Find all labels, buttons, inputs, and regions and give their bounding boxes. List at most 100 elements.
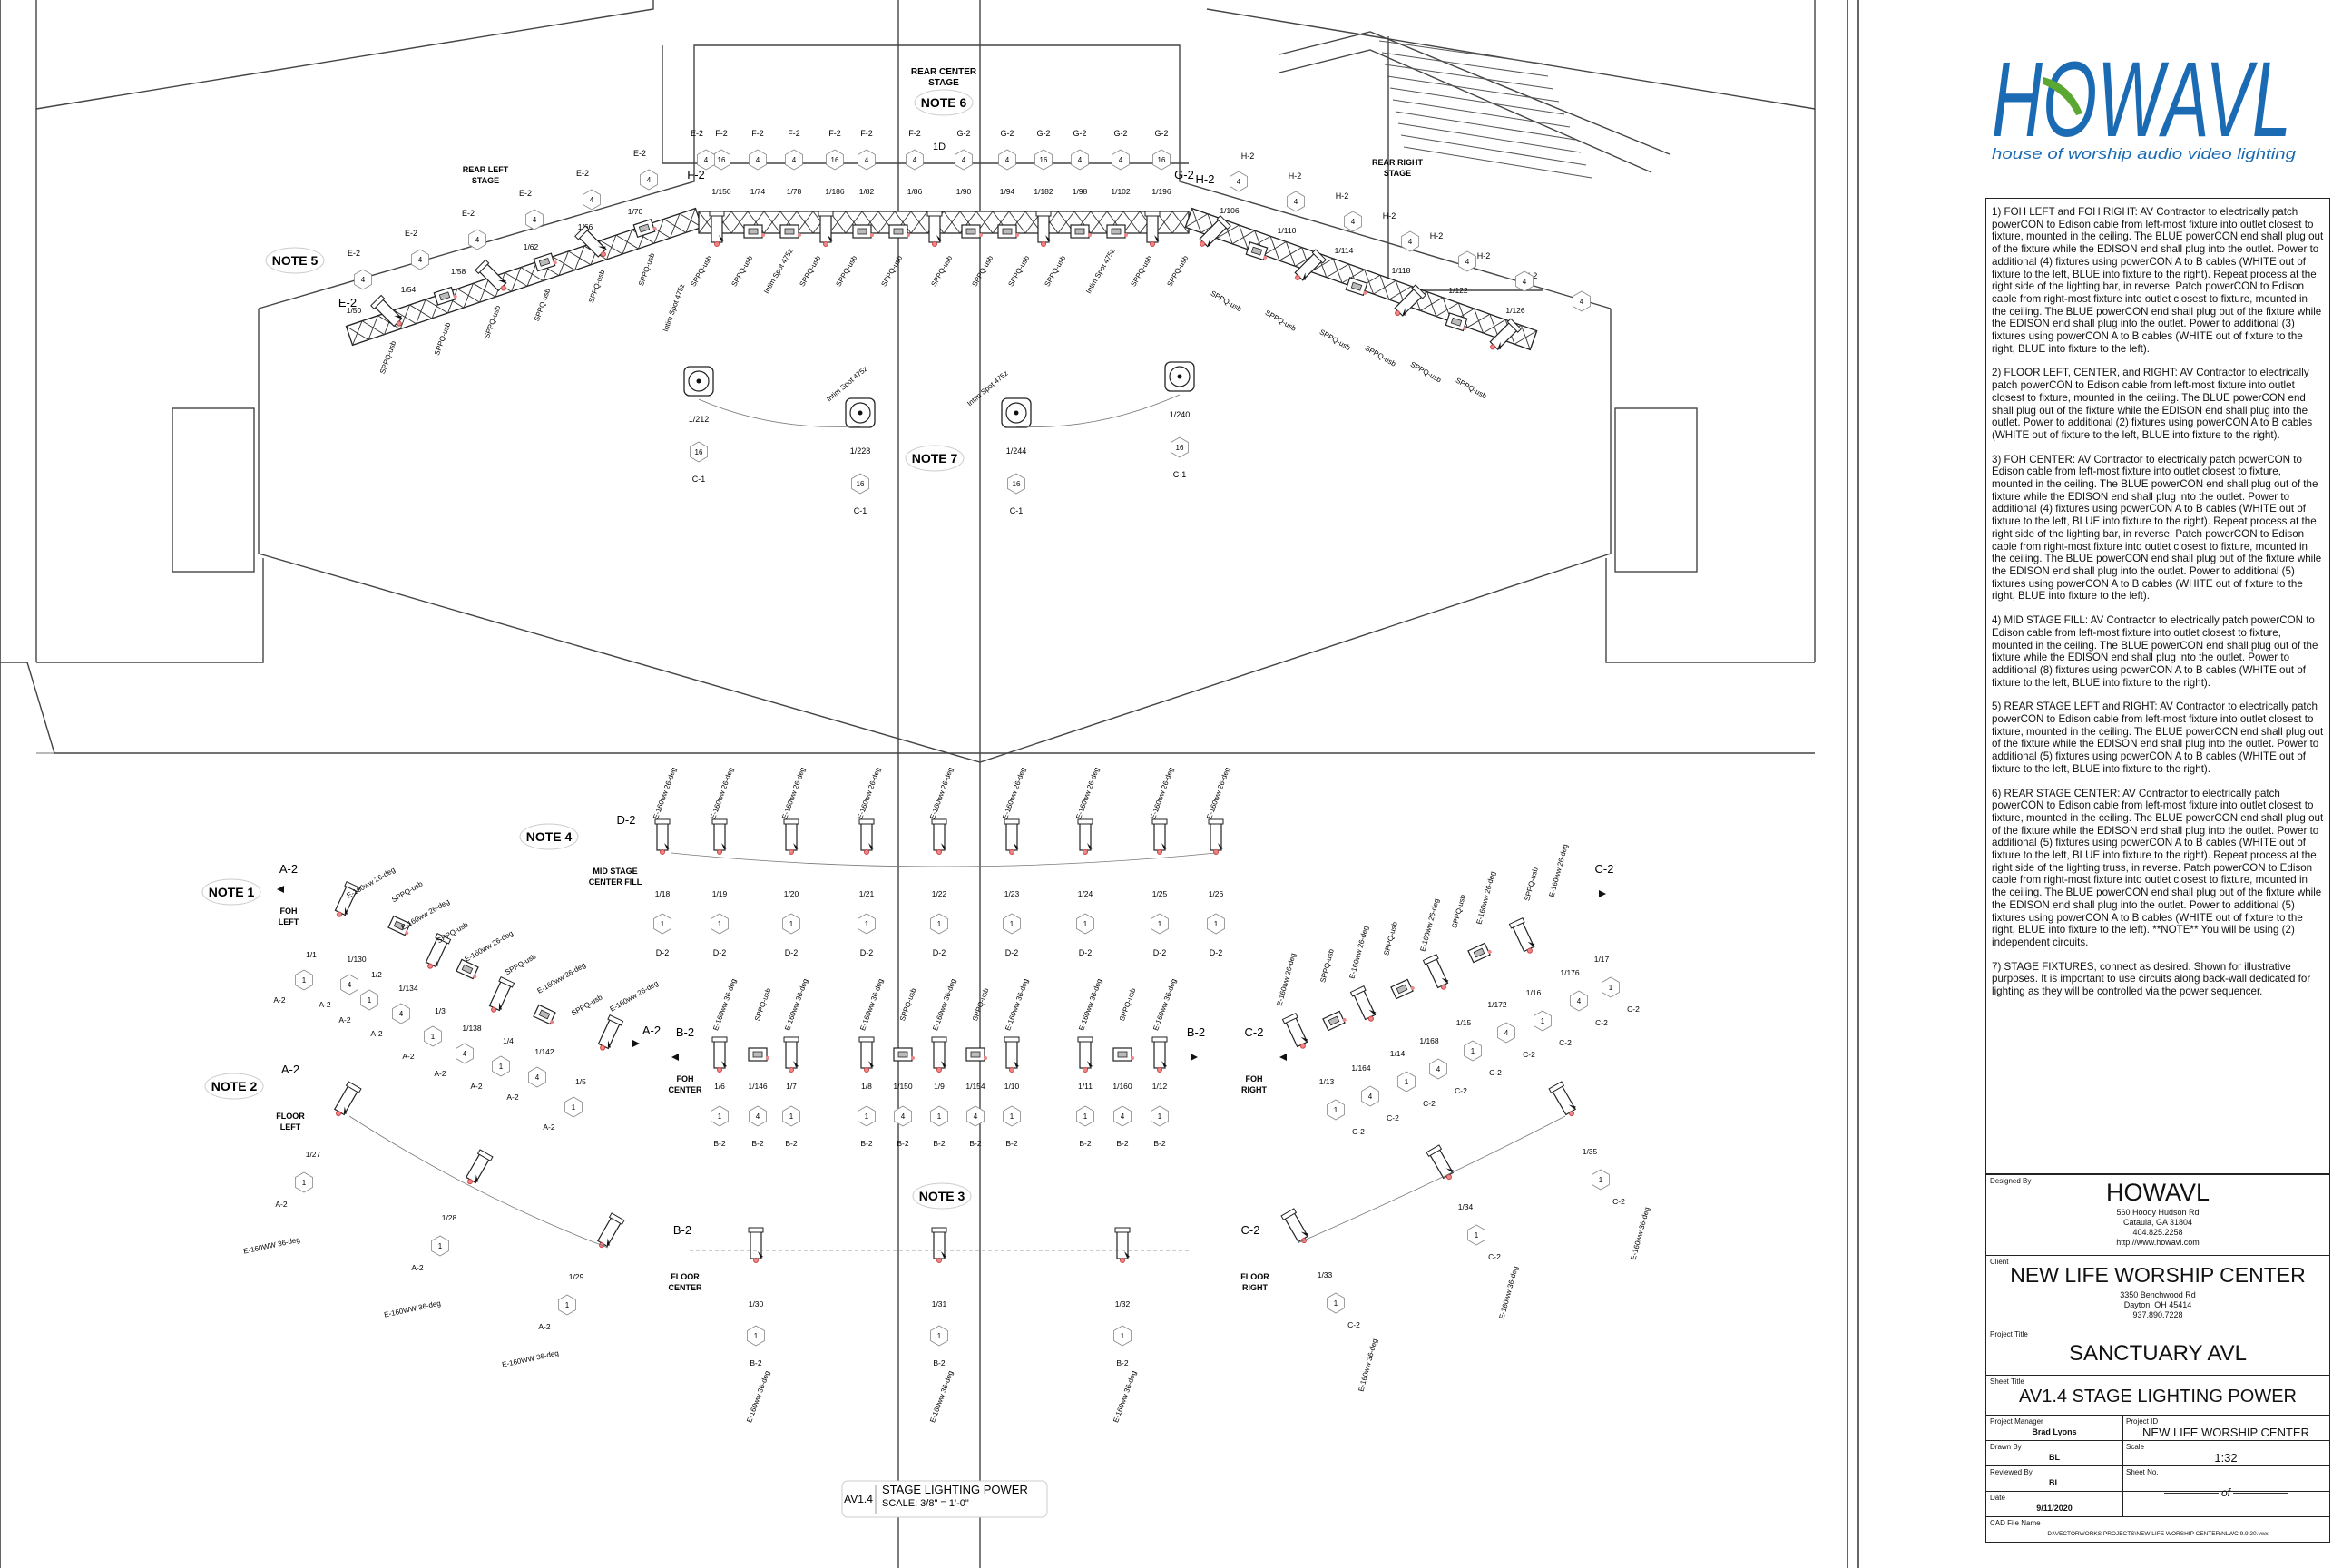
note-paragraph-1: 1) FOH LEFT and FOH RIGHT: AV Contractor… <box>1992 206 2324 355</box>
foh-right-amps: 1 <box>1397 1071 1416 1093</box>
rear-center-circuit: 1/98 <box>1073 187 1088 196</box>
fixture-lens <box>1508 917 1525 929</box>
logo-wordmark: HOWAVL <box>1992 50 2291 160</box>
wash-connector <box>1342 1017 1347 1022</box>
foh-center-label-2: CENTER <box>668 1085 702 1094</box>
rear-center-breaker: F-2 <box>751 129 764 138</box>
hex-shape <box>1113 1105 1132 1127</box>
fixture-connector <box>467 1179 473 1185</box>
hex-shape <box>1429 1058 1447 1080</box>
mid-stage-fixture-type: E-160ww 26-deg <box>780 766 807 820</box>
foh-right-fixture <box>1422 954 1449 990</box>
fixture-lens <box>931 1227 947 1233</box>
rear-right-wash <box>1345 277 1368 297</box>
floor-center-amps: 1 <box>747 1325 765 1347</box>
rear-left-fixture-type: SPPQ-usb <box>483 304 503 339</box>
rear-left-truss-breaker: E-2 <box>338 296 357 309</box>
foh-left-circuit: 1/2 <box>371 970 382 979</box>
rear-left-breaker: E-2 <box>519 189 532 198</box>
hex-shape <box>955 149 973 171</box>
foh-left-amps: 4 <box>456 1043 474 1064</box>
fixture-arrow <box>1161 1061 1167 1067</box>
foh-left-type: SPPQ-usb <box>436 920 470 945</box>
hex-shape <box>340 974 358 995</box>
mid-stage-circuit: 1/20 <box>784 889 799 898</box>
fixture-arrow <box>1302 272 1306 280</box>
fixture-connector <box>936 1067 942 1073</box>
rear-left-fixture <box>370 294 403 328</box>
hex-label: 1 <box>865 1112 869 1121</box>
rear-center-amps: 4 <box>906 149 924 171</box>
logo-leaf-icon <box>2043 77 2082 115</box>
foh-left-amps: 1 <box>295 969 313 991</box>
floor-right-circuit-breaker: C-2 <box>1348 1320 1360 1329</box>
title-text: STAGE LIGHTING POWER <box>882 1483 1028 1496</box>
rear-right-wash <box>1245 241 1269 261</box>
foh-right-circuit-breaker: C-2 <box>1559 1038 1572 1047</box>
fixture-lens <box>1004 1036 1020 1043</box>
fixture-lens <box>1281 1013 1298 1024</box>
wash-connector <box>1088 233 1092 237</box>
foh-center-circuit-breaker: B-2 <box>751 1139 764 1148</box>
mid-stage-fixture <box>654 818 671 855</box>
hex-shape <box>411 249 429 270</box>
hex-label: 4 <box>1504 1029 1509 1037</box>
foh-center-circuit-breaker: B-2 <box>933 1139 946 1148</box>
address-line: 937.890.7228 <box>2132 1310 2183 1319</box>
mid-stage-label-2: CENTER FILL <box>589 877 642 887</box>
foh-center-circuit-breaker: B-2 <box>1153 1139 1166 1148</box>
floor-right-circuit: 1/35 <box>1583 1147 1598 1156</box>
hex-shape <box>1327 1099 1345 1121</box>
wash-lens <box>893 228 904 235</box>
mid-stage-circuit: 1/19 <box>712 889 728 898</box>
mid-stage-amps: 1 <box>1003 913 1021 935</box>
hex-label: 4 <box>865 156 869 164</box>
truss-lace <box>1520 325 1531 350</box>
foh-center-type: SPPQ-usb <box>1118 986 1138 1022</box>
foh-left-amps: 1 <box>424 1025 442 1047</box>
hex-label: 4 <box>1078 156 1083 164</box>
foh-center-circuit-breaker: B-2 <box>1005 1139 1018 1148</box>
fixture-arrow <box>868 1061 874 1067</box>
foh-left-fixture <box>488 976 515 1013</box>
wash-lens <box>393 920 406 931</box>
rear-center-circuit: 1/90 <box>956 187 972 196</box>
wash-connector <box>906 233 910 237</box>
rear-right-amps: 4 <box>1458 250 1476 272</box>
hex-label: 1 <box>1334 1106 1338 1114</box>
hex-shape <box>1071 149 1089 171</box>
fixture-lens <box>1216 214 1231 230</box>
hex-shape <box>640 169 658 191</box>
reviewed-by-label: Reviewed By <box>1990 1468 2033 1476</box>
fixture-connector <box>1009 1067 1014 1073</box>
foh-center-circuit-breaker: B-2 <box>897 1139 909 1148</box>
mid-stage-fixture <box>783 818 799 855</box>
foh-left-type: E-160ww 26-deg <box>608 979 660 1014</box>
wash-lens <box>1350 281 1363 291</box>
rear-left-circuit: 1/58 <box>451 267 466 276</box>
foh-center-amps: 1 <box>1151 1105 1169 1127</box>
foh-center-circuit: 1/8 <box>861 1082 872 1091</box>
floor-right-cable <box>1297 1115 1566 1244</box>
foh-center-circuit: 1/146 <box>748 1082 768 1091</box>
fixture-arrow <box>1568 1104 1576 1110</box>
rear-center-breaker: G-2 <box>1000 129 1014 138</box>
mid-stage-fixture <box>858 818 875 855</box>
rear-left-amps: 4 <box>525 209 544 230</box>
wash-lens <box>1002 228 1013 235</box>
hex-label: 4 <box>535 1073 540 1082</box>
floor-left-label-2: LEFT <box>280 1122 301 1132</box>
fixture-connector <box>932 241 937 247</box>
fixture-connector <box>1200 240 1206 247</box>
foh-left-circuit: 1/134 <box>398 984 418 993</box>
note-bubble <box>204 1073 264 1100</box>
rear-center-fixture-type: SPPQ-usb <box>1165 254 1190 289</box>
fixture-connector <box>1395 310 1401 317</box>
fixture-lens <box>344 881 361 893</box>
truss-lace <box>763 211 781 234</box>
wash-connector <box>984 1056 987 1060</box>
truss-lace <box>1285 241 1296 267</box>
foh-right-type: SPPQ-usb <box>1523 866 1540 901</box>
sheet-number-value: of <box>2122 1486 2329 1499</box>
fixture-connector <box>717 849 722 855</box>
